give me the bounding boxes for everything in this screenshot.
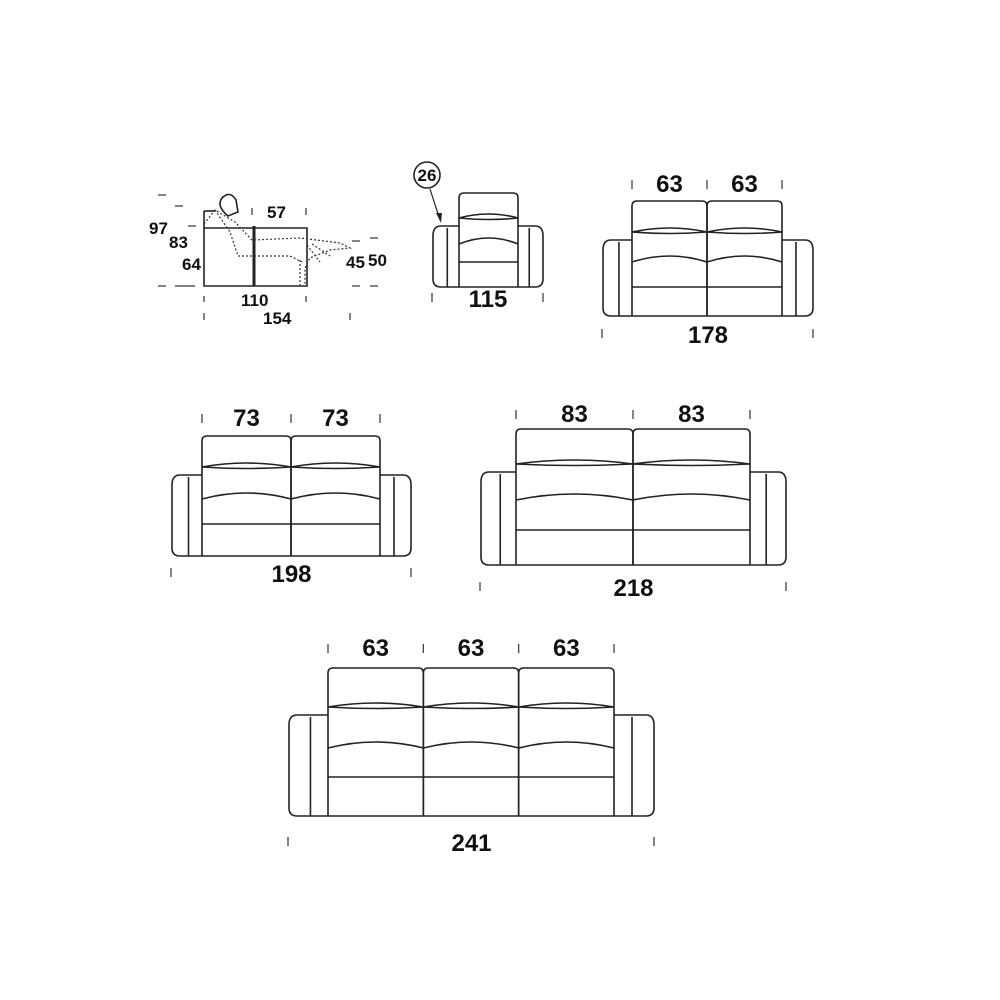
headrest-line — [327, 702, 424, 710]
seat-cushion-line — [327, 741, 424, 749]
sofa-2-seat-178: 63 63 178 — [601, 171, 814, 349]
seat-sides — [290, 467, 381, 556]
right-arm — [750, 471, 787, 566]
seat-sides — [201, 467, 292, 556]
seat-cushion-line — [631, 255, 708, 263]
total-width-label: 198 — [271, 561, 311, 588]
total-width-label: 115 — [469, 286, 508, 313]
headrest-line — [290, 462, 381, 470]
left-arm — [480, 471, 516, 566]
backrest-cushion — [517, 667, 615, 707]
seat-sides — [422, 707, 520, 816]
seat-width-label: 73 — [233, 405, 260, 432]
seat-front-lines — [202, 523, 380, 557]
side-label-depth-57: 57 — [267, 203, 286, 222]
armchair: 115 — [431, 192, 544, 313]
headrest-line — [201, 462, 292, 470]
headrest-line — [458, 213, 519, 221]
total-width-label: 218 — [613, 575, 653, 602]
seat-sides — [632, 464, 751, 565]
sofa-2-seat-218: 83 83 218 — [479, 401, 787, 602]
seat-sides — [515, 464, 634, 565]
seat-sides — [517, 707, 615, 816]
arrow-head-icon — [436, 213, 442, 223]
side-label-height-97: 97 — [149, 219, 168, 238]
seat-cushion-line — [632, 493, 751, 501]
side-label-45: 45 — [346, 253, 365, 272]
seat-front-lines — [459, 261, 518, 288]
headrest-line — [518, 702, 615, 710]
side-body-outline — [203, 211, 308, 287]
seat-cushion-line — [201, 492, 292, 500]
seat-width-label: 83 — [561, 401, 588, 428]
headrest-line — [631, 227, 708, 235]
headrest-line — [515, 459, 634, 467]
seat-sides — [458, 218, 519, 287]
left-arm — [288, 714, 328, 817]
side-label-depth-110: 110 — [241, 291, 268, 310]
seat-width-label: 63 — [458, 635, 485, 662]
right-arm — [782, 239, 814, 317]
seat-width-label: 63 — [362, 635, 389, 662]
seat-width-label: 63 — [731, 171, 758, 198]
right-arm — [614, 714, 655, 817]
armchair-callout: 26 — [413, 161, 442, 223]
right-arm — [518, 225, 544, 288]
backrest-cushion — [422, 667, 520, 707]
headrest-line — [632, 459, 751, 467]
side-label-50: 50 — [368, 251, 387, 270]
sofa-2-seat-198: 73 73 198 — [170, 405, 412, 588]
side-recline-seat — [214, 209, 303, 263]
seat-cushion-line — [518, 741, 615, 749]
seat-cushion-line — [458, 237, 519, 245]
seat-cushion-line — [706, 255, 783, 263]
backrest-cushion — [632, 428, 751, 464]
left-arm — [432, 225, 459, 288]
seat-sides — [631, 232, 708, 316]
side-label-height-64: 64 — [182, 255, 201, 274]
callout-label: 26 — [418, 166, 437, 185]
seat-sides — [327, 707, 425, 816]
right-arm — [380, 474, 412, 557]
total-width-label: 178 — [688, 322, 728, 349]
side-recline-outline — [203, 209, 353, 286]
seat-width-label: 63 — [656, 171, 683, 198]
headrest-line — [706, 227, 783, 235]
side-label-depth-154: 154 — [263, 309, 292, 328]
left-arm — [602, 239, 632, 317]
backrest-cushion — [458, 192, 519, 218]
headrest-line — [423, 702, 519, 710]
sofa-3-seat-241: 63 63 63 241 — [287, 635, 655, 857]
seat-width-label: 63 — [553, 635, 580, 662]
left-arm — [171, 474, 202, 557]
seat-width-label: 73 — [322, 405, 349, 432]
seat-cushion-line — [290, 492, 381, 500]
seat-front-lines — [516, 529, 750, 566]
side-ticks — [158, 194, 378, 320]
side-label-height-83: 83 — [169, 233, 188, 252]
callout-circle — [413, 161, 441, 189]
total-width-label: 241 — [451, 830, 491, 857]
backrest-cushion — [706, 200, 783, 232]
seat-width-label: 83 — [678, 401, 705, 428]
side-headrest — [219, 193, 239, 217]
seat-front-lines — [632, 286, 782, 317]
seat-front-lines — [328, 776, 614, 817]
side-view: 97 83 64 57 45 50 110 154 — [149, 193, 387, 328]
backrest-cushion — [327, 667, 425, 707]
side-footrest — [299, 243, 331, 286]
seat-cushion-line — [515, 493, 634, 501]
seat-sides — [706, 232, 783, 316]
backrest-cushion — [515, 428, 634, 464]
seat-cushion-line — [423, 741, 519, 749]
backrest-cushion — [290, 435, 381, 467]
